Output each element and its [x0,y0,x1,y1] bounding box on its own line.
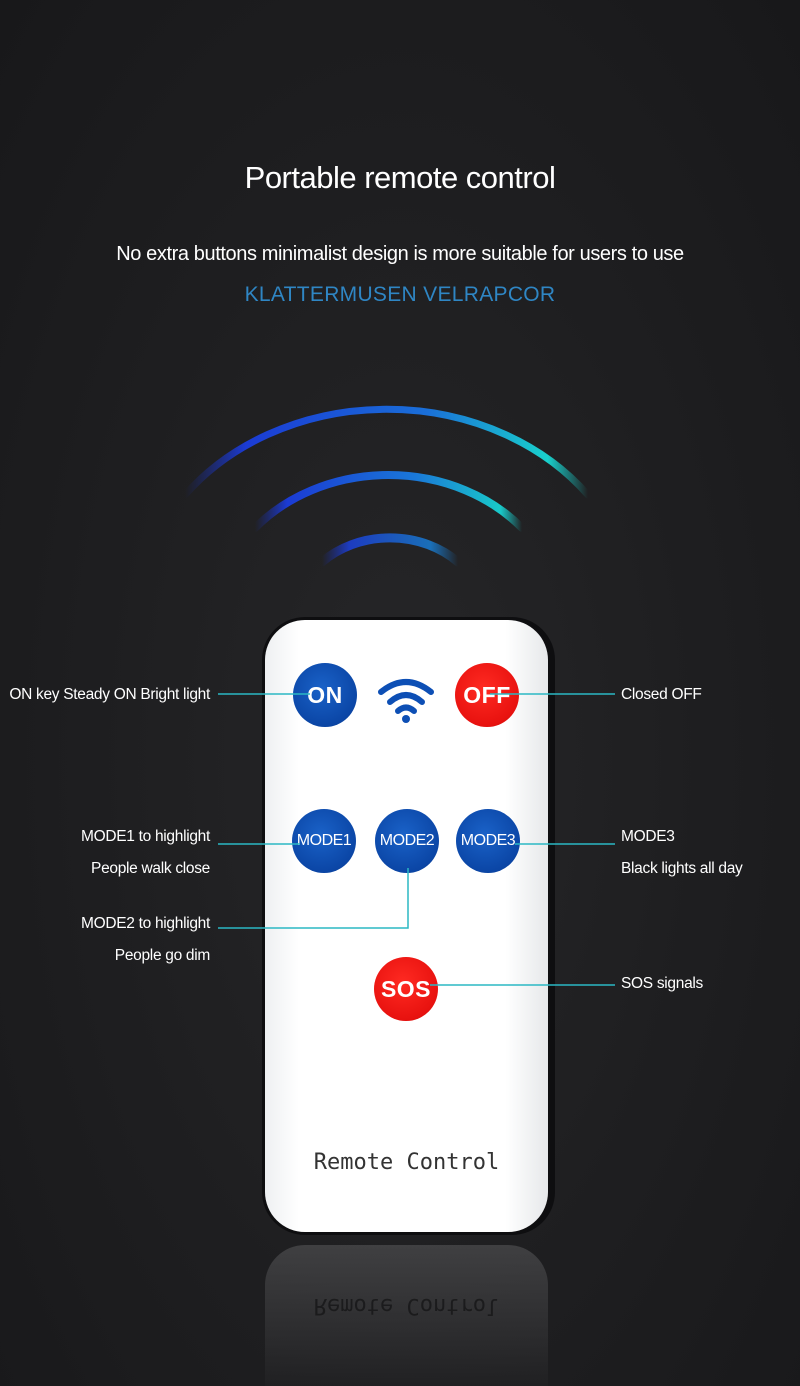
callout-mode1: MODE1 to highlight People walk close [81,821,210,885]
callout-mode1-line2: People walk close [91,860,210,877]
page-title: Portable remote control [244,160,556,195]
sos-button[interactable]: SOS [374,957,438,1021]
mode3-button[interactable]: MODE3 [456,809,520,873]
remote-label: Remote Control [313,1150,500,1175]
mode1-button[interactable]: MODE1 [292,809,356,873]
off-button[interactable]: OFF [455,663,519,727]
signal-waves-icon [181,405,592,567]
callout-off: Closed OFF [621,679,702,711]
callout-mode1-line1: MODE1 to highlight [81,828,210,845]
on-button[interactable]: ON [293,663,357,727]
callout-on-text: ON key Steady ON Bright light [9,686,210,703]
callout-mode2-line1: MODE2 to highlight [81,915,210,932]
callout-mode3-line1: MODE3 [621,828,675,845]
callout-sos: SOS signals [621,968,703,1000]
callout-sos-text: SOS signals [621,975,703,992]
callout-mode2-line2: People go dim [114,947,211,964]
mode2-button[interactable]: MODE2 [375,809,439,873]
callout-mode3: MODE3 Black lights all day [621,821,743,885]
callout-off-text: Closed OFF [621,686,702,703]
reflection-label: Remote Control [313,1293,500,1318]
callout-mode3-line2: Black lights all day [621,860,743,877]
callout-on: ON key Steady ON Bright light [9,679,210,711]
callout-mode2: MODE2 to highlight People go dim [81,908,210,972]
wifi-icon [378,679,434,723]
page-subtitle: No extra buttons minimalist design is mo… [116,243,684,265]
remote-reflection: Remote Control [265,1245,548,1386]
brand-name: KLATTERMUSEN VELRAPCOR [244,283,556,306]
remote-control: ON OFF MODE1 MODE2 MODE3 SOS Remote Cont… [265,620,548,1232]
